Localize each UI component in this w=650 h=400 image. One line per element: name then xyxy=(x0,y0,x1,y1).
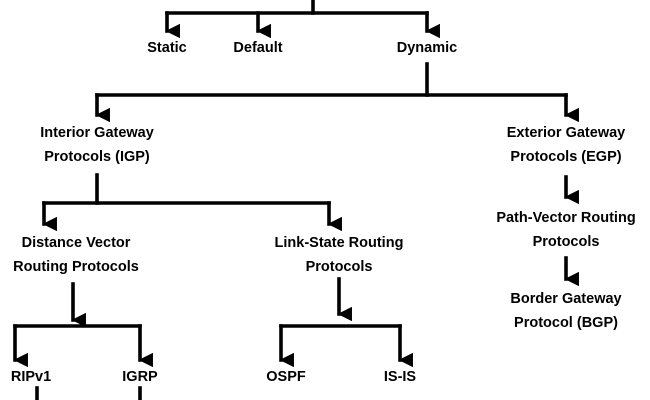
node-link-state-line-1: Link-State Routing xyxy=(274,235,404,251)
node-distance-vector: Distance Vector Routing Protocols xyxy=(0,231,152,279)
node-link-state-line-2: Protocols xyxy=(305,259,373,275)
node-static: Static xyxy=(147,40,187,56)
node-igp-line-1: Interior Gateway xyxy=(40,125,154,141)
node-bgp-line-2: Protocol (BGP) xyxy=(514,315,618,331)
node-igp: Interior Gateway Protocols (IGP) xyxy=(17,121,177,169)
node-path-vector-line-1: Path-Vector Routing xyxy=(496,210,636,226)
node-distance-vector-line-2: Routing Protocols xyxy=(13,259,139,275)
node-egp-line-2: Protocols (EGP) xyxy=(510,149,622,165)
node-igrp: IGRP xyxy=(122,369,158,385)
node-isis: IS-IS xyxy=(383,369,417,385)
node-distance-vector-line-1: Distance Vector xyxy=(21,235,131,251)
node-default: Default xyxy=(233,40,283,56)
node-link-state: Link-State Routing Protocols xyxy=(254,231,424,279)
node-dynamic: Dynamic xyxy=(396,40,458,56)
node-egp: Exterior Gateway Protocols (EGP) xyxy=(486,121,646,169)
node-path-vector-line-2: Protocols xyxy=(532,234,600,250)
node-igp-line-2: Protocols (IGP) xyxy=(44,149,150,165)
node-ripv1: RIPv1 xyxy=(10,369,52,385)
node-egp-line-1: Exterior Gateway xyxy=(506,125,626,141)
node-bgp: Border Gateway Protocol (BGP) xyxy=(486,287,646,335)
node-bgp-line-1: Border Gateway xyxy=(510,291,622,307)
node-path-vector: Path-Vector Routing Protocols xyxy=(481,206,650,254)
node-ospf: OSPF xyxy=(266,369,306,385)
